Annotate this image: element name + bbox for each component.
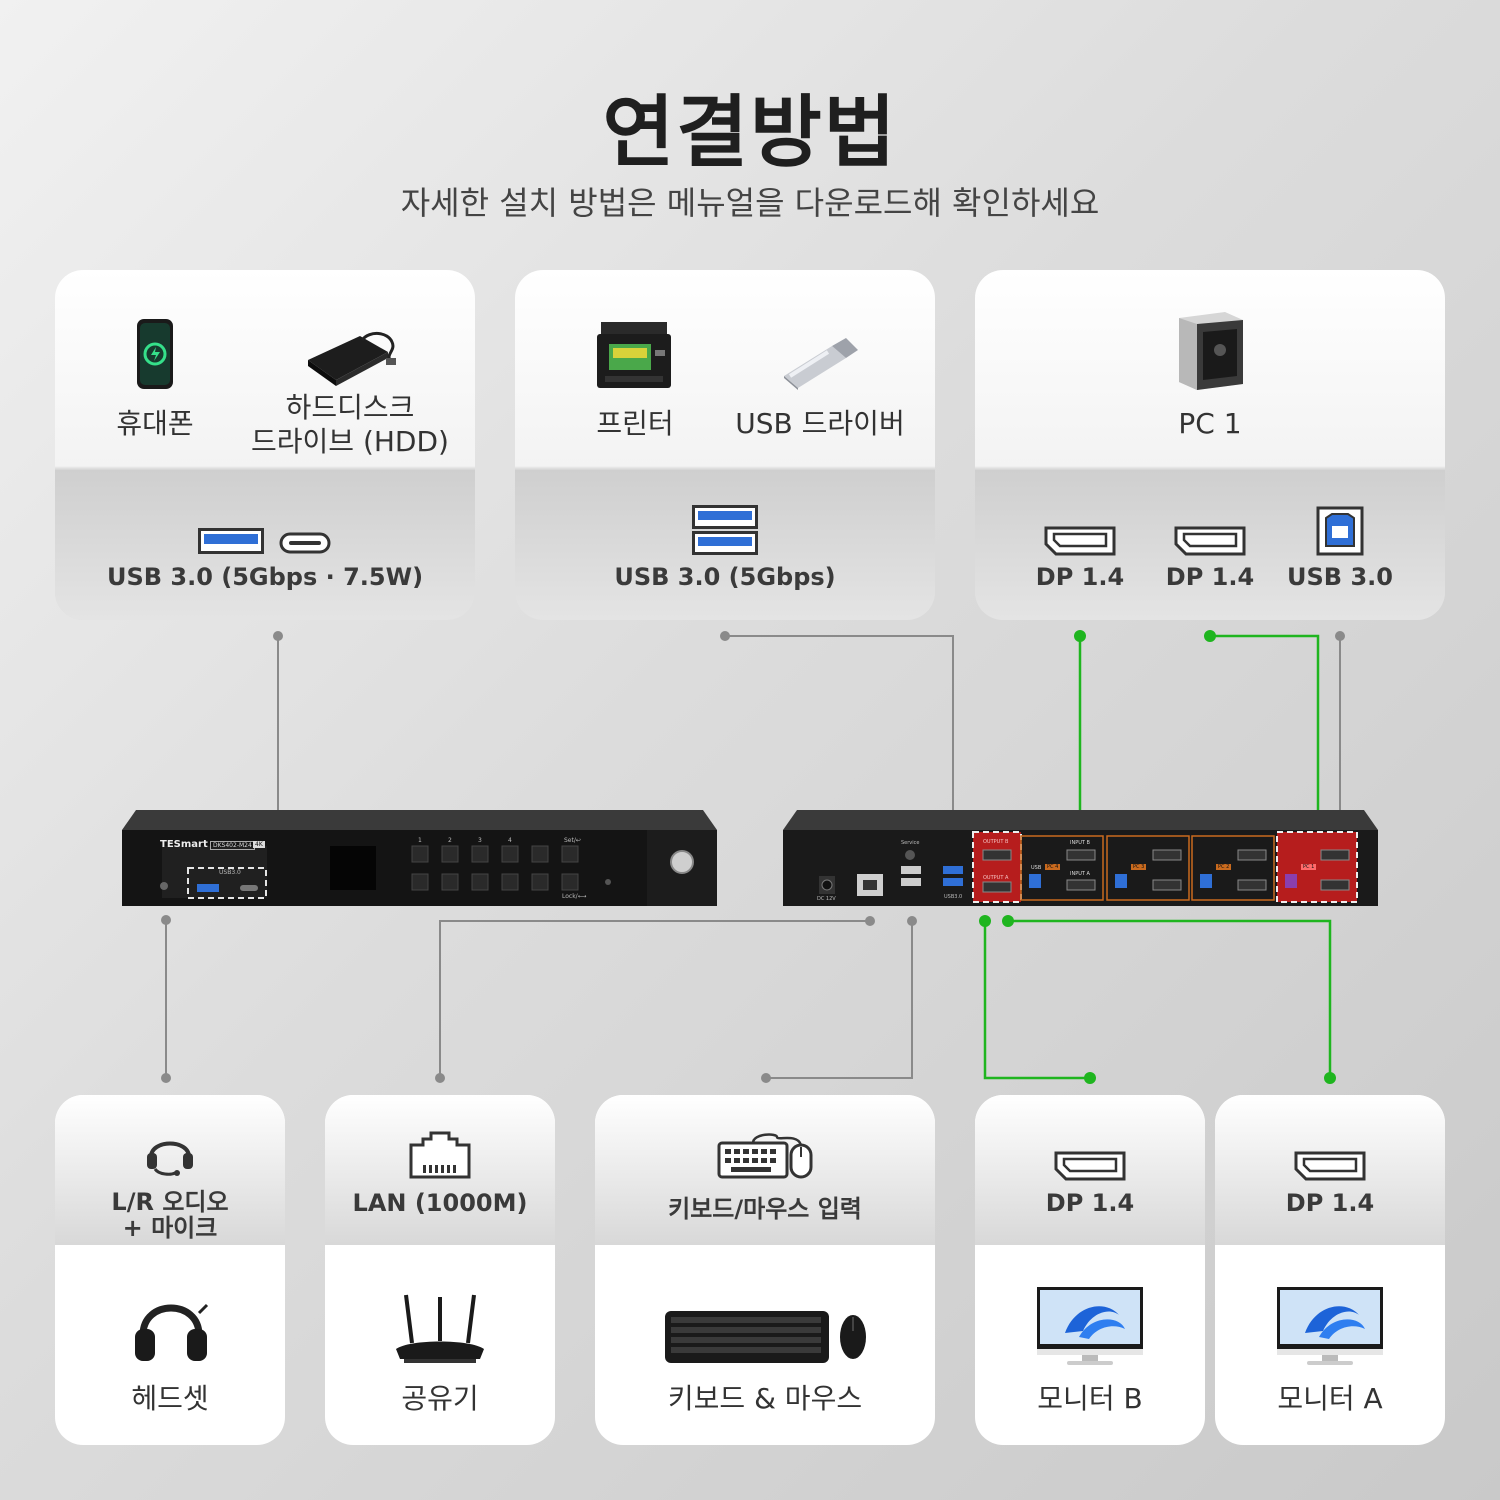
displayport-icon <box>1294 1151 1366 1181</box>
kvm-rear-body <box>783 810 1378 906</box>
device-label-keyboard-mouse: 키보드 & 마우스 <box>667 1382 863 1415</box>
kvm-front-panel: TESmart DKS402-M24 4K USB3.0 1 2 3 4 Set… <box>122 810 717 906</box>
ethernet-port-icon <box>409 1131 471 1179</box>
port-label-dp: DP 1.4 <box>1285 1189 1375 1217</box>
kvm-output-a-label: OUTPUT A <box>983 875 1009 881</box>
kvm-pc3-badge: PC 3 <box>1131 864 1147 870</box>
port-label-usb: USB 3.0 <box>1287 563 1393 591</box>
kvm-pc1-badge: PC 1 <box>1301 864 1317 870</box>
kvm-dc-label: DC 12V <box>817 896 836 902</box>
kvm-usb-label: USB3.0 <box>219 869 241 876</box>
kvm-pc4-badge: PC 4 <box>1045 864 1061 870</box>
port-label-usb: USB 3.0 (5Gbps) <box>614 563 836 591</box>
kvm-btn-label-set: Set/↩ <box>564 837 581 844</box>
smartphone-icon <box>137 319 173 389</box>
device-label-headset: 헤드셋 <box>131 1382 209 1415</box>
port-label-lan: LAN (1000M) <box>352 1189 528 1217</box>
usb-b-port-icon <box>1316 506 1364 556</box>
gray-wires <box>165 635 1341 1079</box>
port-label-usb: USB 3.0 (5Gbps · 7.5W) <box>106 563 424 591</box>
monitor-icon <box>1277 1287 1383 1365</box>
kvm-pc2-badge: PC 2 <box>1216 864 1232 870</box>
kvm-btn-label-1: 1 <box>418 837 422 844</box>
keyboard-mouse-port-icon <box>717 1133 813 1179</box>
hdd-icon <box>308 332 396 386</box>
usb-c-port-icon <box>279 532 331 554</box>
device-label-hdd-line2: 드라이브 (HDD) <box>251 425 449 458</box>
kvm-front-body <box>122 810 717 906</box>
card-port-band <box>55 1095 285 1245</box>
kvm-btn-label-lock: Lock/⟷ <box>562 893 587 900</box>
card-printer-usb: 프린터 USB 드라이버 USB 3.0 (5Gbps) <box>515 270 935 620</box>
port-label-keyboard-mouse: 키보드/마우스 입력 <box>668 1195 862 1223</box>
kvm-btn-label-3: 3 <box>478 837 482 844</box>
port-label-dp: DP 1.4 <box>1165 563 1255 591</box>
page-subtitle: 자세한 설치 방법은 메뉴얼을 다운로드해 확인하세요 <box>400 184 1100 222</box>
kvm-rear-usb-label: USB3.0 <box>944 894 963 900</box>
device-label-monitor-a: 모니터 A <box>1277 1382 1383 1415</box>
device-label-monitor-b: 모니터 B <box>1037 1382 1143 1415</box>
device-label-router: 공유기 <box>401 1382 479 1415</box>
kvm-input-b-label: INPUT B <box>1070 840 1090 846</box>
kvm-badge: 4K <box>253 841 265 848</box>
router-icon <box>396 1294 484 1363</box>
device-label-smartphone: 휴대폰 <box>116 407 194 440</box>
headphones-icon <box>135 1303 209 1361</box>
gray-wire-dots <box>161 631 1345 1083</box>
displayport-icon <box>1054 1151 1126 1181</box>
headset-port-icon <box>147 1141 193 1176</box>
usb-drive-icon <box>784 338 858 390</box>
card-router: LAN (1000M) 공유기 <box>325 1095 555 1445</box>
keyboard-mouse-icon <box>665 1311 866 1363</box>
page-title: 연결방법 <box>602 88 898 178</box>
usb-a-double-port-icon <box>692 505 758 555</box>
port-label-dp: DP 1.4 <box>1035 563 1125 591</box>
port-label-audio-line2: + 마이크 <box>122 1214 218 1242</box>
kvm-usb-port-label: USB <box>1031 865 1042 871</box>
kvm-model: DKS402-M24 <box>210 841 255 850</box>
card-keyboard-mouse: 키보드/마우스 입력 키보드 & 마우스 <box>595 1095 935 1445</box>
port-label-audio-line1: L/R 오디오 <box>111 1188 229 1216</box>
displayport-icon <box>1044 526 1116 556</box>
device-label-usb-drive: USB 드라이버 <box>735 407 905 440</box>
kvm-brand: TESmart <box>160 839 208 850</box>
port-label-dp: DP 1.4 <box>1045 1189 1135 1217</box>
card-headset: L/R 오디오 + 마이크 헤드셋 <box>55 1095 285 1445</box>
kvm-service-label: Service <box>901 840 920 846</box>
kvm-rear-panel: Service DC 12V USB3.0 OUTPUT B OUTPUT A … <box>783 810 1378 906</box>
card-port-band <box>55 470 475 620</box>
kvm-output-b-label: OUTPUT B <box>983 839 1009 845</box>
kvm-input-a-label: INPUT A <box>1070 871 1090 877</box>
monitor-icon <box>1037 1287 1143 1365</box>
card-usb-devices: 휴대폰 하드디스크 드라이브 (HDD) USB 3.0 (5Gbps · 7.… <box>55 270 475 620</box>
pc-tower-icon <box>1179 312 1243 390</box>
usb-a-port-icon <box>198 528 264 554</box>
card-monitor-a: DP 1.4 모니터 A <box>1215 1095 1445 1445</box>
device-label-hdd-line1: 하드디스크 <box>285 391 415 424</box>
printer-icon <box>597 322 671 388</box>
device-label-printer: 프린터 <box>596 407 674 440</box>
kvm-btn-label-2: 2 <box>448 837 452 844</box>
card-pc1: PC 1 DP 1.4 DP 1.4 USB 3.0 <box>975 270 1445 620</box>
card-monitor-b: DP 1.4 모니터 B <box>975 1095 1205 1445</box>
kvm-btn-label-4: 4 <box>508 837 512 844</box>
displayport-icon <box>1174 526 1246 556</box>
device-label-pc1: PC 1 <box>1178 407 1242 440</box>
